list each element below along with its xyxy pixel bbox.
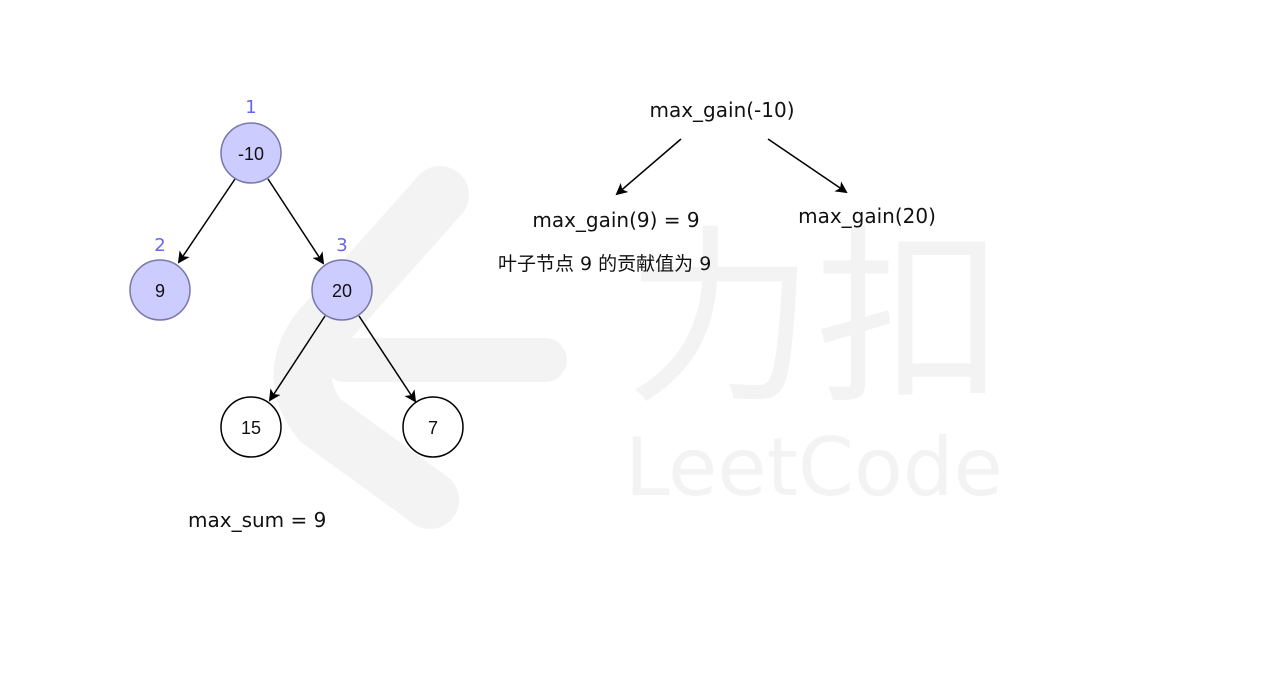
recursion-right-call: max_gain(20) — [798, 204, 936, 228]
node-index-label: 3 — [336, 235, 347, 256]
edge-20-to-15 — [268, 315, 326, 402]
edge-neg10-to-20 — [267, 178, 325, 265]
tree-node-15: 15 — [220, 396, 282, 458]
tree-node-20: 20 3 — [311, 235, 373, 321]
tree-node-7: 7 — [402, 396, 464, 458]
recursion-tree: max_gain(-10) max_gain(9) = 9 max_gain(2… — [498, 98, 936, 275]
edge-20-to-7 — [358, 315, 417, 403]
node-value: 7 — [428, 418, 438, 438]
tree-edges — [177, 178, 417, 403]
recursion-root-call: max_gain(-10) — [649, 98, 794, 122]
tree-node-neg10: -10 1 — [220, 97, 282, 184]
tree-node-9: 9 2 — [129, 235, 191, 321]
node-value: 20 — [332, 281, 352, 301]
recursion-edge-left — [615, 138, 682, 196]
watermark-brand-en: LeetCode — [625, 421, 1003, 514]
leaf-contribution-note: 叶子节点 9 的贡献值为 9 — [498, 253, 711, 275]
recursion-left-call: max_gain(9) = 9 — [532, 208, 699, 232]
node-index-label: 1 — [245, 97, 256, 118]
recursion-edge-right — [767, 138, 848, 194]
node-value: 15 — [241, 418, 261, 438]
leetcode-logo-icon — [273, 166, 567, 529]
node-value: -10 — [238, 144, 264, 164]
edge-neg10-to-9 — [177, 178, 236, 264]
node-index-label: 2 — [154, 235, 165, 256]
watermark-brand-cn: 力扣 — [625, 209, 1005, 430]
max-sum-label: max_sum = 9 — [188, 508, 326, 532]
node-value: 9 — [155, 281, 165, 301]
